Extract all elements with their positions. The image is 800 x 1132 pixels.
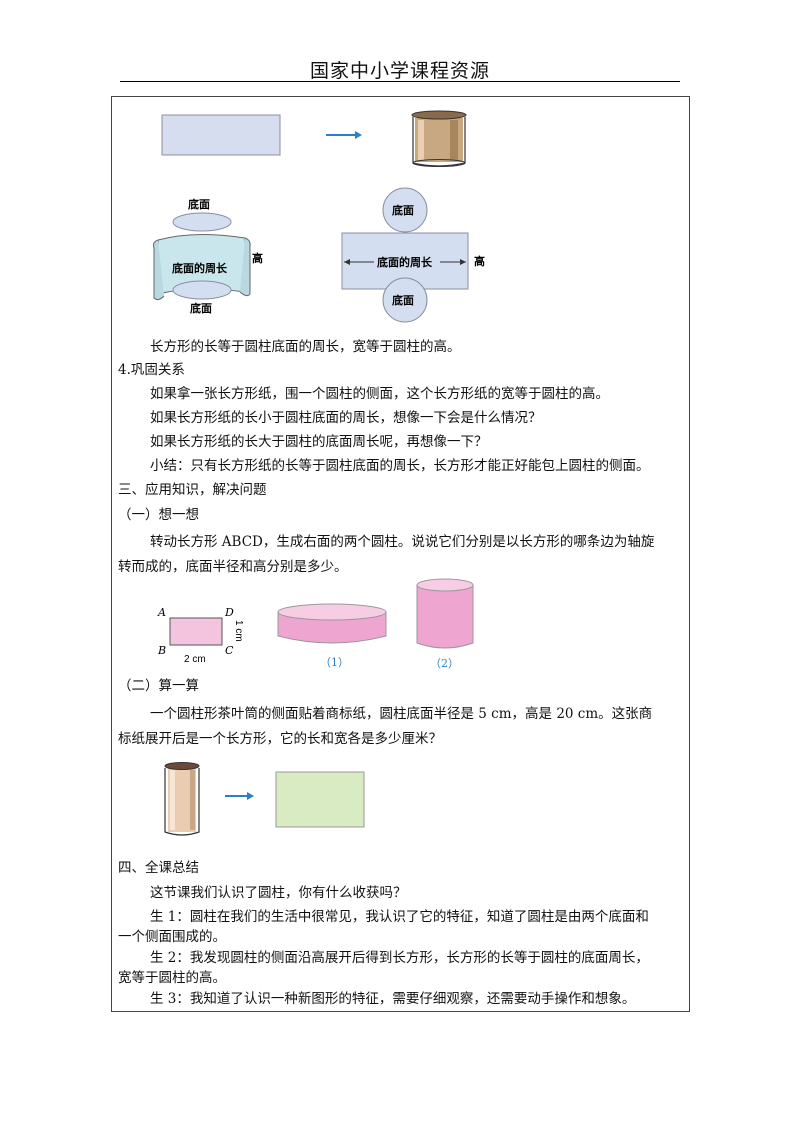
vertex-c: C bbox=[225, 644, 234, 657]
tea-can-icon bbox=[164, 762, 200, 836]
cylinder-net-figure: 底面 底面的周长 高 底面 bbox=[341, 187, 485, 323]
net-top-circle bbox=[382, 187, 428, 233]
paragraph-student-1: 生 1：圆柱在我们的生活中很常见，我认识了它的特征，知道了圆柱是由两个底面和一个… bbox=[118, 909, 649, 945]
rectangle-abcd bbox=[169, 617, 223, 646]
label-circumference-left: 底面的周长 bbox=[172, 261, 228, 275]
cylinder-1-figure: （1） bbox=[277, 603, 387, 669]
cylinder-1-label: （1） bbox=[320, 656, 349, 669]
bottom-face bbox=[172, 280, 232, 300]
paragraph-tea-can: 一个圆柱形茶叶筒的侧面贴着商标纸，圆柱底面半径是 5 cm，高是 20 cm。这… bbox=[118, 706, 653, 747]
height-label: 1 cm bbox=[233, 620, 244, 642]
arrow-icon bbox=[225, 792, 254, 800]
cylinder-2-figure: （2） bbox=[416, 578, 474, 670]
paragraph-shorter: 如果长方形纸的长小于圆柱底面的周长，想像一下会是什么情况？ bbox=[150, 410, 542, 426]
subsection-think-heading: （一）想一想 bbox=[118, 507, 199, 523]
arrow-icon bbox=[326, 131, 362, 139]
net-label-circumference: 底面的周长 bbox=[377, 255, 433, 269]
rect-to-cylinder-figure bbox=[161, 110, 467, 167]
label-height-left: 高 bbox=[252, 251, 263, 265]
net-label-top: 底面 bbox=[392, 203, 414, 217]
vertex-b: B bbox=[157, 644, 166, 657]
paragraph-student-2: 生 2：我发现圆柱的侧面沿高展开后得到长方形，长方形的长等于圆柱的底面周长，宽等… bbox=[118, 950, 649, 986]
section-3-heading: 三、应用知识，解决问题 bbox=[118, 482, 267, 498]
paragraph-student-3: 生 3：我知道了认识一种新图形的特征，需要仔细观察，还需要动手操作和想象。 bbox=[150, 991, 636, 1007]
paragraph-rotate: 转动长方形 ABCD，生成右面的两个圆柱。说说它们分别是以长方形的哪条边为轴旋转… bbox=[118, 534, 655, 575]
width-label: 2 cm bbox=[184, 654, 206, 665]
paragraph-summary: 小结：只有长方形纸的长等于圆柱底面的周长，长方形才能正好能包上圆柱的侧面。 bbox=[150, 458, 650, 474]
net-label-height: 高 bbox=[474, 254, 485, 268]
paragraph-longer: 如果长方形纸的长大于圆柱的底面周长呢，再想像一下？ bbox=[150, 434, 488, 450]
can-cylinder-icon bbox=[411, 110, 467, 167]
header-rule bbox=[120, 81, 680, 82]
paper-rectangle bbox=[161, 114, 281, 156]
net-label-bottom: 底面 bbox=[392, 293, 414, 307]
page-header: 国家中小学课程资源 bbox=[309, 60, 490, 82]
content-frame bbox=[111, 96, 690, 1012]
section-4-heading: 4.巩固关系 bbox=[118, 362, 185, 378]
paragraph-wrap-paper: 如果拿一张长方形纸，围一个圆柱的侧面，这个长方形纸的宽等于圆柱的高。 bbox=[150, 386, 609, 402]
vertex-a: A bbox=[157, 606, 166, 619]
label-bottom-face-top: 底面 bbox=[188, 197, 210, 211]
subsection-calc-heading: （二）算一算 bbox=[118, 678, 199, 694]
paragraph-question: 这节课我们认识了圆柱，你有什么收获吗？ bbox=[150, 885, 407, 901]
net-bottom-circle bbox=[382, 277, 428, 323]
section-summary-heading: 四、全课总结 bbox=[118, 860, 199, 876]
unrolling-cylinder-figure: 底面 底面的周长 高 底面 bbox=[153, 197, 263, 315]
label-paper-rectangle bbox=[275, 771, 365, 828]
tea-can-figure bbox=[164, 762, 365, 836]
rectangle-abcd-figure: A D B C 2 cm 1 cm bbox=[157, 606, 244, 665]
vertex-d: D bbox=[224, 606, 234, 619]
label-bottom-face-bottom: 底面 bbox=[190, 301, 212, 315]
paragraph-relation: 长方形的长等于圆柱底面的周长，宽等于圆柱的高。 bbox=[150, 339, 461, 355]
double-arrow-icon bbox=[344, 259, 466, 265]
cylinder-2-label: （2） bbox=[430, 657, 459, 670]
top-face bbox=[172, 212, 232, 232]
